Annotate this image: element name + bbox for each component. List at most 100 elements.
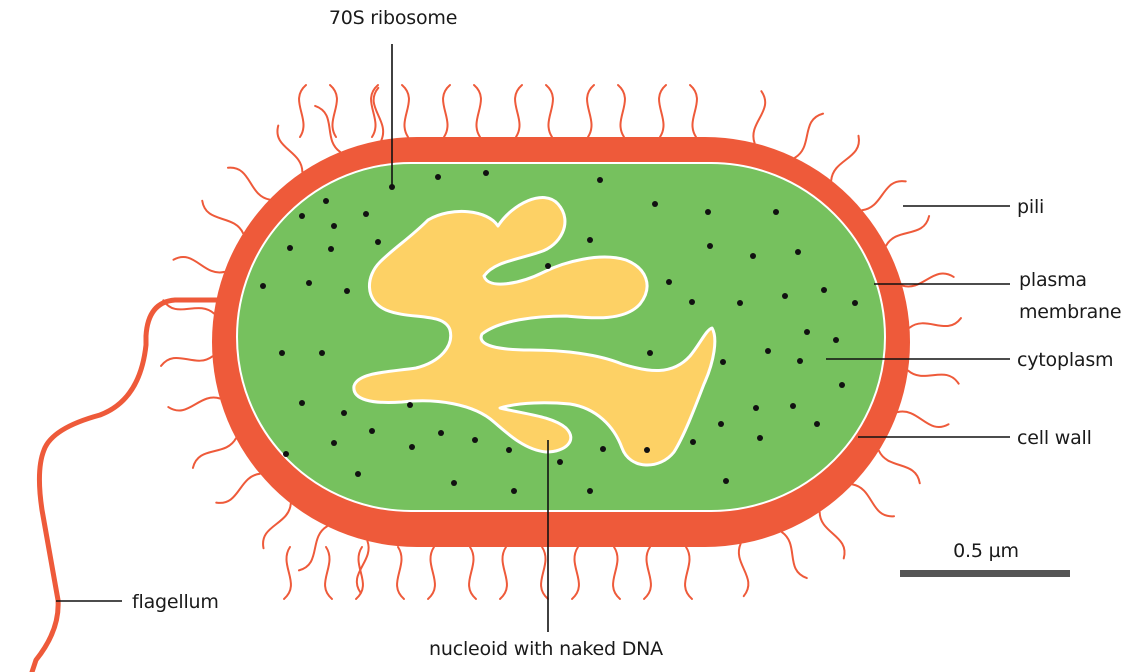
pilus <box>587 85 594 137</box>
pili-label: pili <box>1017 196 1044 218</box>
pilus <box>795 114 823 158</box>
ribosome-dot <box>287 245 293 251</box>
ribosome-dot <box>666 279 672 285</box>
ribosome-dot <box>319 350 325 356</box>
pilus <box>852 484 894 516</box>
ribosome-dot <box>299 213 305 219</box>
ribosome-dot <box>690 439 696 445</box>
pilus <box>820 512 845 558</box>
ribosome-dot <box>750 253 756 259</box>
pilus <box>402 85 409 137</box>
pilus <box>886 216 929 246</box>
plasma-membrane-label-line2: membrane <box>1019 301 1121 323</box>
ribosome-dot <box>705 209 711 215</box>
ribosome-dot <box>283 451 289 457</box>
pilus <box>193 438 236 468</box>
ribosome-dot <box>718 421 724 427</box>
ribosome-dot <box>451 480 457 486</box>
ribosome-dot <box>782 293 788 299</box>
ribosome-dot <box>804 329 810 335</box>
ribosome-dot <box>790 403 796 409</box>
pilus <box>173 257 224 273</box>
pilus <box>782 532 807 578</box>
pilus <box>284 547 291 599</box>
ribosome-dot <box>795 249 801 255</box>
ribosome-dot <box>341 410 347 416</box>
ribosome-dot <box>689 299 695 305</box>
pilus <box>879 451 920 484</box>
ribosome-dot <box>797 358 803 364</box>
ribosome-dot <box>435 174 441 180</box>
pilus <box>739 544 749 596</box>
nucleoid-label: nucleoid with naked DNA <box>429 638 663 660</box>
pilus <box>216 474 260 503</box>
flagellum <box>32 300 222 672</box>
pilus <box>168 398 220 411</box>
ribosome-dot <box>814 421 820 427</box>
ribosome-dot <box>821 287 827 293</box>
pilus <box>330 85 337 137</box>
pilus <box>685 547 692 599</box>
ribosome-dot <box>407 402 413 408</box>
pilus <box>910 318 961 328</box>
ribosome-dot <box>472 437 478 443</box>
ribosome-dot <box>545 263 551 269</box>
ribosome-dot <box>852 300 858 306</box>
ribosome-dot <box>833 337 839 343</box>
ribosome-dot <box>839 382 845 388</box>
ribosome-dot <box>600 446 606 452</box>
ribosome-dot <box>299 400 305 406</box>
pilus <box>474 85 481 137</box>
ribosome-dot <box>344 288 350 294</box>
pilus <box>862 181 906 210</box>
ribosome-dot <box>597 177 603 183</box>
pilus <box>428 547 435 599</box>
plasma-membrane-label-line1: plasma <box>1019 269 1087 291</box>
ribosome-dot <box>331 223 337 229</box>
cytoplasm-label: cytoplasm <box>1017 349 1113 371</box>
ribosome-dot <box>773 209 779 215</box>
pilus <box>613 547 620 599</box>
pilus <box>315 106 340 152</box>
pilus <box>299 85 306 137</box>
ribosome-dot <box>652 201 658 207</box>
ribosome-dot <box>328 246 334 252</box>
ribosome-dot <box>369 428 375 434</box>
pilus <box>644 547 651 599</box>
pilus <box>541 547 548 599</box>
pilus <box>299 526 327 570</box>
pilus <box>572 547 579 599</box>
ribosome-dot <box>306 280 312 286</box>
scale-label: 0.5 µm <box>953 540 1019 562</box>
ribosome-dot <box>323 198 329 204</box>
ribosome-label: 70S ribosome <box>329 7 457 29</box>
pilus <box>690 85 697 137</box>
ribosome-dot <box>409 444 415 450</box>
ribosome-dot <box>438 430 444 436</box>
pilus <box>263 504 291 549</box>
ribosome-dot <box>375 239 381 245</box>
pilus <box>898 412 949 428</box>
pilus <box>277 126 302 172</box>
ribosome-dot <box>644 447 650 453</box>
ribosome-dot <box>331 440 337 446</box>
ribosome-dot <box>707 243 713 249</box>
ribosome-dot <box>511 488 517 494</box>
pilus <box>753 91 765 143</box>
ribosome-dot <box>260 283 266 289</box>
ribosome-dot <box>506 447 512 453</box>
ribosome-dot <box>557 459 563 465</box>
ribosome-dot <box>483 170 489 176</box>
pilus <box>325 547 332 599</box>
pilus <box>908 371 959 384</box>
ribosome-dot <box>279 350 285 356</box>
ribosome-dot <box>587 237 593 243</box>
cell-wall-label: cell wall <box>1017 427 1092 449</box>
pilus <box>443 85 450 137</box>
pilus <box>500 547 507 599</box>
pilus <box>659 85 666 137</box>
ribosome-dot <box>587 488 593 494</box>
pilus <box>397 547 404 599</box>
pilus <box>228 168 270 200</box>
ribosome-dot <box>765 348 771 354</box>
